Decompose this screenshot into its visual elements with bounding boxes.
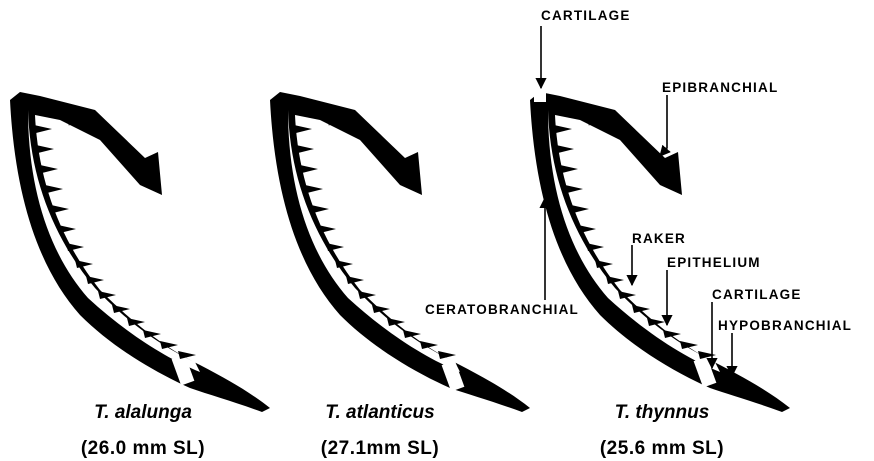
raker-tooth bbox=[58, 225, 76, 233]
label-cartilage-top: CARTILAGE bbox=[541, 8, 631, 23]
raker-tooth bbox=[51, 205, 69, 213]
gill-arch-atlanticus bbox=[270, 92, 530, 412]
raker-tooth bbox=[554, 125, 572, 133]
raker-tooth bbox=[86, 276, 104, 284]
raker-tooth bbox=[578, 225, 596, 233]
raker-tooth bbox=[326, 243, 344, 251]
species-name-3: T. thynnus bbox=[615, 402, 710, 423]
raker-tooth bbox=[300, 165, 318, 173]
raker-tooth bbox=[438, 351, 456, 359]
arch-shape bbox=[270, 92, 530, 412]
raker-tooth bbox=[595, 260, 613, 268]
raker-tooth bbox=[40, 165, 58, 173]
arch-shape bbox=[530, 92, 790, 412]
species-name-1: T. alalunga bbox=[94, 402, 192, 423]
arch-shape bbox=[10, 92, 270, 412]
raker-tooth bbox=[178, 351, 196, 359]
label-epithelium: EPITHELIUM bbox=[667, 255, 761, 270]
arch-cartilage-top bbox=[534, 92, 546, 102]
arrow-epibranchial bbox=[660, 95, 667, 156]
raker-tooth bbox=[66, 243, 84, 251]
label-ceratobranchial: CERATOBRANCHIAL bbox=[425, 302, 579, 317]
raker-tooth bbox=[571, 205, 589, 213]
raker-tooth bbox=[75, 260, 93, 268]
raker-tooth bbox=[606, 276, 624, 284]
raker-tooth bbox=[305, 185, 323, 193]
raker-tooth bbox=[346, 276, 364, 284]
raker-tooth bbox=[36, 145, 54, 153]
label-epibranchial: EPIBRANCHIAL bbox=[662, 80, 778, 95]
specimen-size-3: (25.6 mm SL) bbox=[600, 438, 724, 459]
label-hypobranchial: HYPOBRANCHIAL bbox=[718, 318, 852, 333]
raker-tooth bbox=[34, 125, 52, 133]
raker-tooth bbox=[45, 185, 63, 193]
label-cartilage-bottom: CARTILAGE bbox=[712, 287, 802, 302]
raker-tooth bbox=[294, 125, 312, 133]
raker-tooth bbox=[565, 185, 583, 193]
specimen-size-1: (26.0 mm SL) bbox=[81, 438, 205, 459]
gill-arch-alalunga bbox=[10, 92, 270, 412]
raker-tooth bbox=[311, 205, 329, 213]
raker-tooth bbox=[318, 225, 336, 233]
raker-tooth bbox=[335, 260, 353, 268]
gill-arch-thynnus bbox=[530, 92, 790, 412]
specimen-size-2: (27.1mm SL) bbox=[321, 438, 439, 459]
species-name-2: T. atlanticus bbox=[325, 402, 434, 423]
raker-tooth bbox=[556, 145, 574, 153]
label-raker: RAKER bbox=[632, 231, 686, 246]
raker-tooth bbox=[296, 145, 314, 153]
raker-tooth bbox=[560, 165, 578, 173]
raker-tooth bbox=[586, 243, 604, 251]
